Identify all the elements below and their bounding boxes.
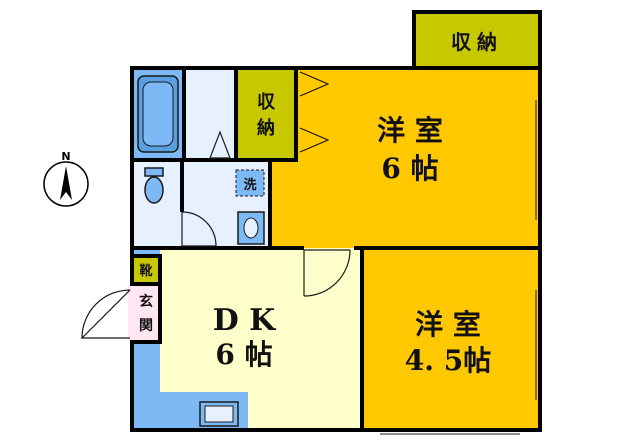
western-room-4-5-label-line1: 洋 室 [415, 308, 481, 341]
closet-label-line1: 収 [257, 92, 276, 113]
western-room-4-5-fill [362, 248, 540, 430]
walls [130, 10, 542, 432]
dk-label-line2: 6 帖 [215, 338, 272, 371]
closet-label-line2: 納 [257, 117, 275, 139]
closet-fill [236, 68, 296, 160]
entrance-label-line1: 玄 [139, 293, 153, 310]
western-room-6-fill [270, 68, 540, 248]
toilet-tank-icon [144, 167, 164, 177]
washer-box [235, 169, 265, 197]
bath-corridor-fill [184, 68, 236, 160]
shoe-box-label: 靴 [139, 263, 152, 279]
sink-basin [204, 405, 234, 423]
toilet-bowl-icon [144, 176, 164, 204]
top-storage-fill [414, 12, 540, 68]
compass-north-label: N [61, 150, 70, 163]
washer-label: 洗 [243, 177, 256, 193]
entrance-opening [128, 286, 136, 340]
bathtub-inner [142, 81, 174, 147]
doors [80, 71, 351, 339]
dk-label-line1: D K [213, 303, 276, 338]
western-room-6-label-line2: 6 帖 [381, 152, 438, 185]
western-room-4-5-label-line2: 4. 5帖 [405, 344, 491, 377]
shoe-box-fill [132, 256, 160, 282]
washbasin-bowl [243, 217, 259, 239]
windows [380, 100, 537, 435]
top-storage-label: 収納 [451, 30, 503, 54]
entrance-fill [132, 284, 160, 342]
compass-icon: N [43, 150, 89, 207]
entrance-label-line2: 関 [139, 318, 153, 334]
western-room-6-label-line1: 洋 室 [377, 114, 443, 147]
